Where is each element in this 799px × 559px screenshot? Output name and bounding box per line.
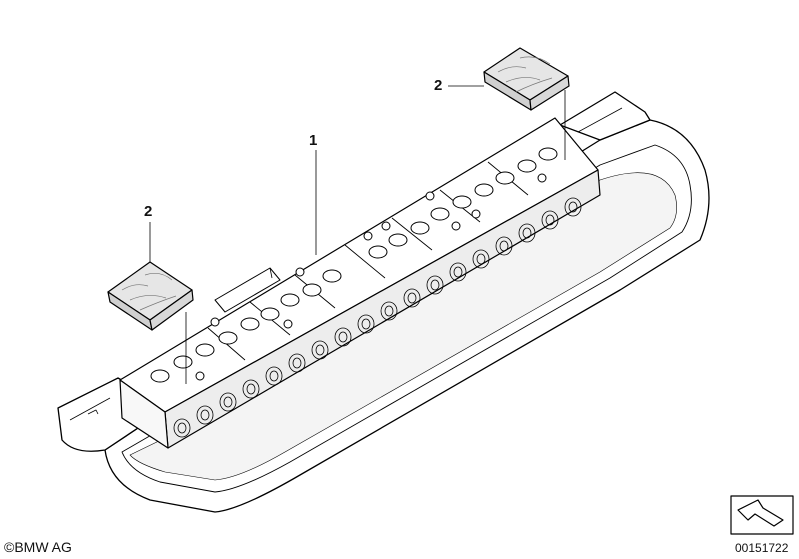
callout-part-2-right[interactable]: 2 bbox=[434, 77, 443, 94]
copyright-icon: © bbox=[4, 539, 15, 555]
leader-lines bbox=[149, 85, 566, 384]
foam-pad-right[interactable] bbox=[483, 47, 570, 111]
document-number: 00151722 bbox=[735, 541, 789, 555]
led-socket-holes bbox=[150, 147, 558, 383]
copyright-notice: ©BMW AG bbox=[4, 539, 72, 555]
led-lens-row bbox=[173, 197, 582, 438]
callout-part-1[interactable]: 1 bbox=[309, 132, 318, 149]
copyright-text: BMW AG bbox=[14, 539, 72, 555]
navigation-arrow-icon bbox=[730, 495, 794, 535]
foam-pad-left[interactable] bbox=[107, 261, 194, 331]
callout-part-2-left[interactable]: 2 bbox=[144, 203, 153, 220]
